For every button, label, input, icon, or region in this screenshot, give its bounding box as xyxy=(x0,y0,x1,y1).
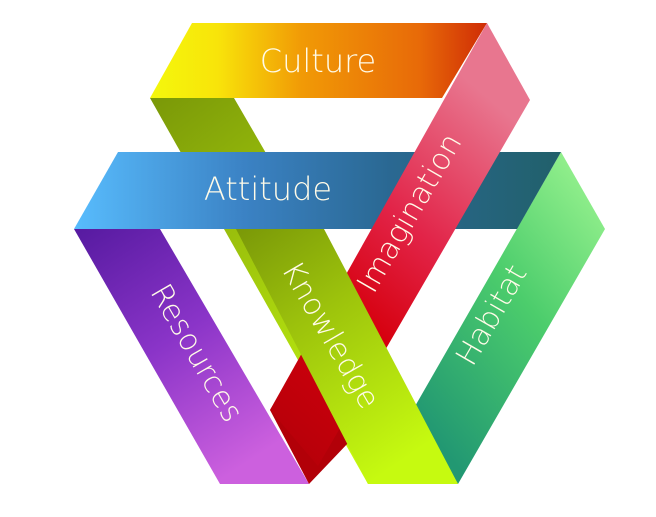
ribbon-resources xyxy=(74,229,309,484)
label-attitude: Attitude xyxy=(204,170,332,208)
ribbon-habitat xyxy=(414,152,605,484)
ribbon-culture xyxy=(150,23,487,98)
ribbon-knowledge-front xyxy=(236,229,458,484)
label-culture: Culture xyxy=(260,42,376,80)
